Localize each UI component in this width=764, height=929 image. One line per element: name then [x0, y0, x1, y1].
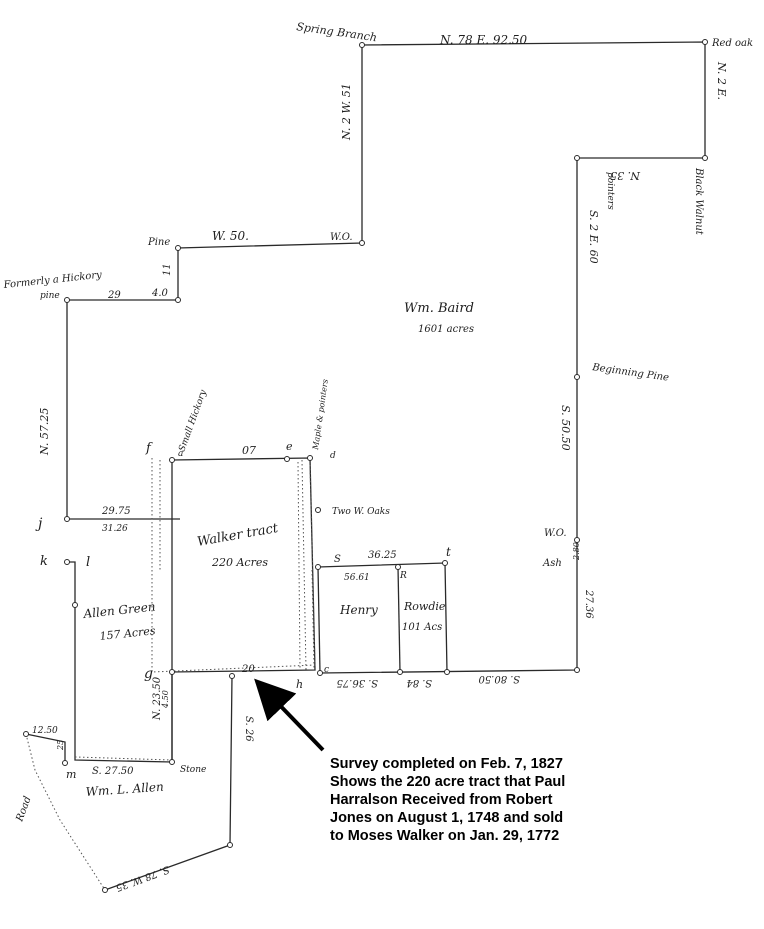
label-letter-c: c — [324, 665, 329, 675]
label-n57-25: N. 57.25 — [38, 408, 51, 456]
label-letter-j: j — [35, 516, 43, 532]
label-pine-left: pine — [40, 291, 60, 301]
caption-line-1: Survey completed on Feb. 7, 1827 — [330, 756, 563, 772]
label-allen-green: Allen Green — [82, 600, 156, 622]
label-wm-allen: Wm. L. Allen — [85, 780, 164, 799]
label-baird-acres: 1601 acres — [418, 324, 474, 335]
label-spring-branch: Spring Branch — [296, 20, 378, 44]
label-letter-f: f — [145, 441, 153, 456]
label-letter-r: R — [399, 571, 407, 581]
label-s50-50: S. 50.50 — [559, 405, 572, 451]
label-wo-top: W.O. — [330, 232, 353, 243]
label-c56-61: 56.61 — [344, 573, 370, 583]
label-ash: Ash — [542, 558, 562, 569]
label-c11: 11 — [162, 263, 173, 276]
label-letter-g: g — [144, 666, 153, 682]
label-walker-tract: Walker tract — [196, 521, 280, 550]
henry-rowdie-boundary — [311, 562, 448, 674]
label-n23-50: N. 23.50 — [152, 676, 163, 721]
label-c31-26: 31.26 — [102, 524, 128, 534]
annotation-caption: Survey completed on Feb. 7, 1827 Shows t… — [330, 756, 565, 844]
label-black-walnut: Black Walnut — [693, 167, 704, 236]
label-north-course: N. 78 E. 92.50 — [439, 33, 528, 47]
label-letter-t: t — [446, 545, 451, 559]
label-pointers-right: pointers — [605, 172, 615, 210]
label-henry: Henry — [339, 603, 378, 617]
label-s84: S. 84 — [406, 677, 432, 688]
label-c4-50: 4.50 — [161, 690, 170, 709]
label-letter-a: a — [178, 449, 183, 459]
label-c29-75: 29.75 — [101, 506, 131, 517]
label-rowdie: Rowdie — [403, 600, 446, 613]
label-c20: 20 — [241, 664, 255, 675]
label-c27-36: 27.36 — [583, 589, 594, 619]
label-c07: 07 — [242, 444, 256, 457]
label-formerly-hickory: Formerly a Hickory — [2, 270, 103, 291]
caption-line-5: to Moses Walker on Jan. 29, 1772 — [330, 828, 559, 844]
label-letter-e: e — [286, 440, 293, 453]
label-letter-h: h — [296, 678, 303, 691]
label-s78w35: S. 78 W. 35 — [114, 863, 171, 893]
annotation-arrow — [254, 678, 325, 752]
label-s80-50: S. 80.50 — [478, 673, 520, 684]
label-c25: 25 — [56, 740, 65, 751]
label-stone: Stone — [180, 765, 206, 775]
baird-tract-boundary — [66, 41, 706, 674]
label-pine-top: Pine — [147, 237, 170, 248]
label-letter-s: S — [334, 554, 341, 565]
label-road: Road — [14, 795, 34, 824]
label-allen-acres: 157 Acres — [99, 624, 156, 643]
label-n2e: N. 2 E. — [715, 61, 728, 100]
label-c29: 29 — [107, 290, 121, 301]
label-c12-50: 12.50 — [32, 726, 58, 736]
label-s27-50: S. 27.50 — [92, 766, 134, 777]
label-w50: W. 50. — [212, 229, 249, 243]
label-s26: S. 26 — [243, 716, 254, 742]
label-walker-acres: 220 Acres — [211, 556, 268, 569]
walker-tract-boundary — [67, 457, 316, 673]
corner-markers — [23, 39, 708, 893]
label-small-hickory: Small Hickory — [177, 388, 209, 453]
label-red-oak: Red oak — [711, 38, 753, 49]
label-c280: 2.80 — [572, 542, 581, 561]
label-s36-75: S. 36.75 — [337, 677, 378, 688]
label-beginning-pine: Beginning Pine — [591, 362, 670, 384]
label-letter-d: d — [330, 451, 336, 461]
label-rowdie-acres: 101 Acs — [402, 622, 442, 633]
label-c36-25: 36.25 — [368, 550, 397, 561]
label-two-wo: Two W. Oaks — [332, 507, 390, 517]
caption-line-3: Harralson Received from Robert — [330, 792, 553, 808]
caption-line-4: Jones on August 1, 1748 and sold — [330, 810, 563, 826]
label-letter-m: m — [66, 768, 76, 781]
label-letter-k: k — [40, 554, 48, 569]
caption-line-2: Shows the 220 acre tract that Paul — [330, 774, 565, 790]
label-c40: 4.0 — [151, 288, 169, 299]
label-maple-pointers: Maple & pointers — [311, 379, 330, 452]
label-n35: N. 35 — [610, 169, 641, 182]
label-wo-right: W.O. — [544, 528, 567, 539]
allen-green-boundary — [25, 561, 173, 763]
label-letter-l: l — [86, 555, 90, 570]
label-wm-baird: Wm. Baird — [404, 301, 474, 316]
label-n2w51: N. 2 W. 51 — [340, 83, 353, 141]
label-s2e60: S. 2 E. 60 — [587, 210, 600, 264]
